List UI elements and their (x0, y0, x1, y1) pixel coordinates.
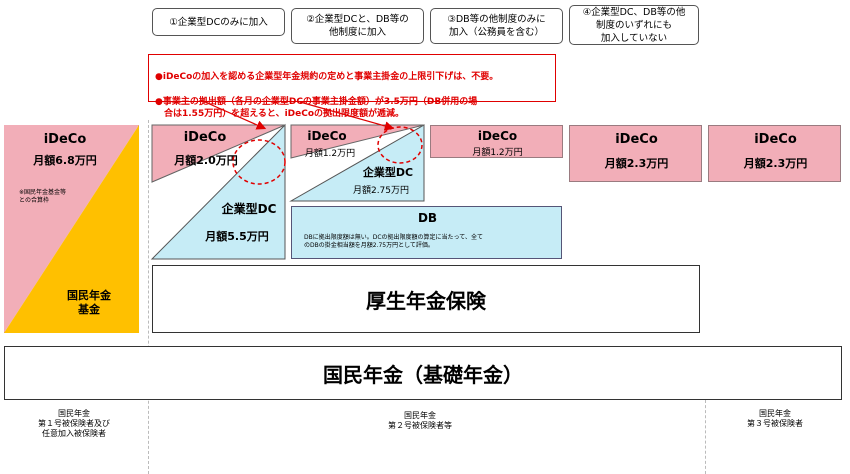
db-title: DB (417, 211, 438, 225)
first-col-diagonal (4, 125, 139, 333)
col5-ideco-label: iDeCo (754, 132, 797, 147)
col4-ideco-box: iDeCo 月額2.3万円 (569, 125, 702, 182)
col5-ideco-box: iDeCo 月額2.3万円 (708, 125, 841, 182)
first-col-panel: iDeCo 月額6.8万円 ※国民年金基金等 との合算枠 国民年金 基金 (4, 125, 139, 333)
first-col-ideco-amount: 月額6.8万円 (33, 154, 97, 167)
first-col-kikin-area (4, 125, 139, 333)
footer-group1: 国民年金 第１号被保険者及び 任意加入被保険者 (38, 409, 110, 438)
red-note-line-1: ●iDeCoの加入を認める企業型年金規約の定めと事業主掛金の上限引下げは、不要。 (155, 71, 499, 82)
col1-stack: iDeCo 月額2.0万円 企業型DC 月額5.5万円 (150, 123, 286, 260)
header-dc-only: ①企業型DCのみに加入 (152, 8, 285, 36)
col1-dc-amount: 月額5.5万円 (205, 230, 269, 243)
col5-ideco-amount: 月額2.3万円 (743, 157, 808, 170)
footer-group3: 国民年金 第３号被保険者 (747, 409, 803, 428)
col2-dc-label: 企業型DC (362, 166, 414, 179)
separator-1 (148, 120, 149, 474)
col2-ideco-label: iDeCo (307, 129, 347, 143)
col2-ideco-amount: 月額1.2万円 (304, 149, 356, 159)
db-box: DB DBに拠出限度額は無い。DCの拠出限度額の算定に当たって、全て のDBの掛… (291, 206, 562, 259)
db-note: DBに拠出限度額は無い。DCの拠出限度額の算定に当たって、全て のDBの掛金相当… (304, 234, 483, 249)
header-db-only: ③DB等の他制度のみに 加入（公務員を含む） (430, 8, 563, 44)
first-col-note: ※国民年金基金等 との合算枠 (19, 189, 67, 204)
header-dc-and-db: ②企業型DCと、DB等の 他制度に加入 (291, 8, 424, 44)
first-col-kikin-label: 国民年金 基金 (67, 289, 111, 316)
kiso-nenkin-box: 国民年金（基礎年金） (4, 346, 842, 400)
col1-ideco-label: iDeCo (183, 130, 227, 145)
red-note-line-2: ●事業主の拠出額（各月の企業型DCの事業主掛金額）が3.5万円（DB併用の場 合… (155, 96, 478, 120)
header-none: ④企業型DC、DB等の他 制度のいずれにも 加入していない (569, 5, 699, 45)
col3-ideco-amount: 月額1.2万円 (472, 148, 523, 158)
footer-group2: 国民年金 第２号被保険者等 (388, 411, 452, 430)
red-note-box: ●iDeCoの加入を認める企業型年金規約の定めと事業主掛金の上限引下げは、不要。… (148, 54, 556, 119)
separator-2 (705, 400, 706, 474)
col1-ideco-amount: 月額2.0万円 (174, 154, 238, 167)
first-col-ideco-label: iDeCo (43, 132, 87, 147)
col2-stack: iDeCo 月額1.2万円 企業型DC 月額2.75万円 (289, 124, 425, 202)
col4-ideco-amount: 月額2.3万円 (604, 157, 669, 170)
col2-dc-amount: 月額2.75万円 (352, 186, 410, 196)
col3-ideco-label: iDeCo (477, 129, 518, 143)
col3-ideco-box: iDeCo 月額1.2万円 (430, 125, 563, 158)
kosei-nenkin-box: 厚生年金保険 (152, 265, 700, 333)
col4-ideco-label: iDeCo (615, 132, 658, 147)
col1-dc-label: 企業型DC (221, 202, 277, 216)
